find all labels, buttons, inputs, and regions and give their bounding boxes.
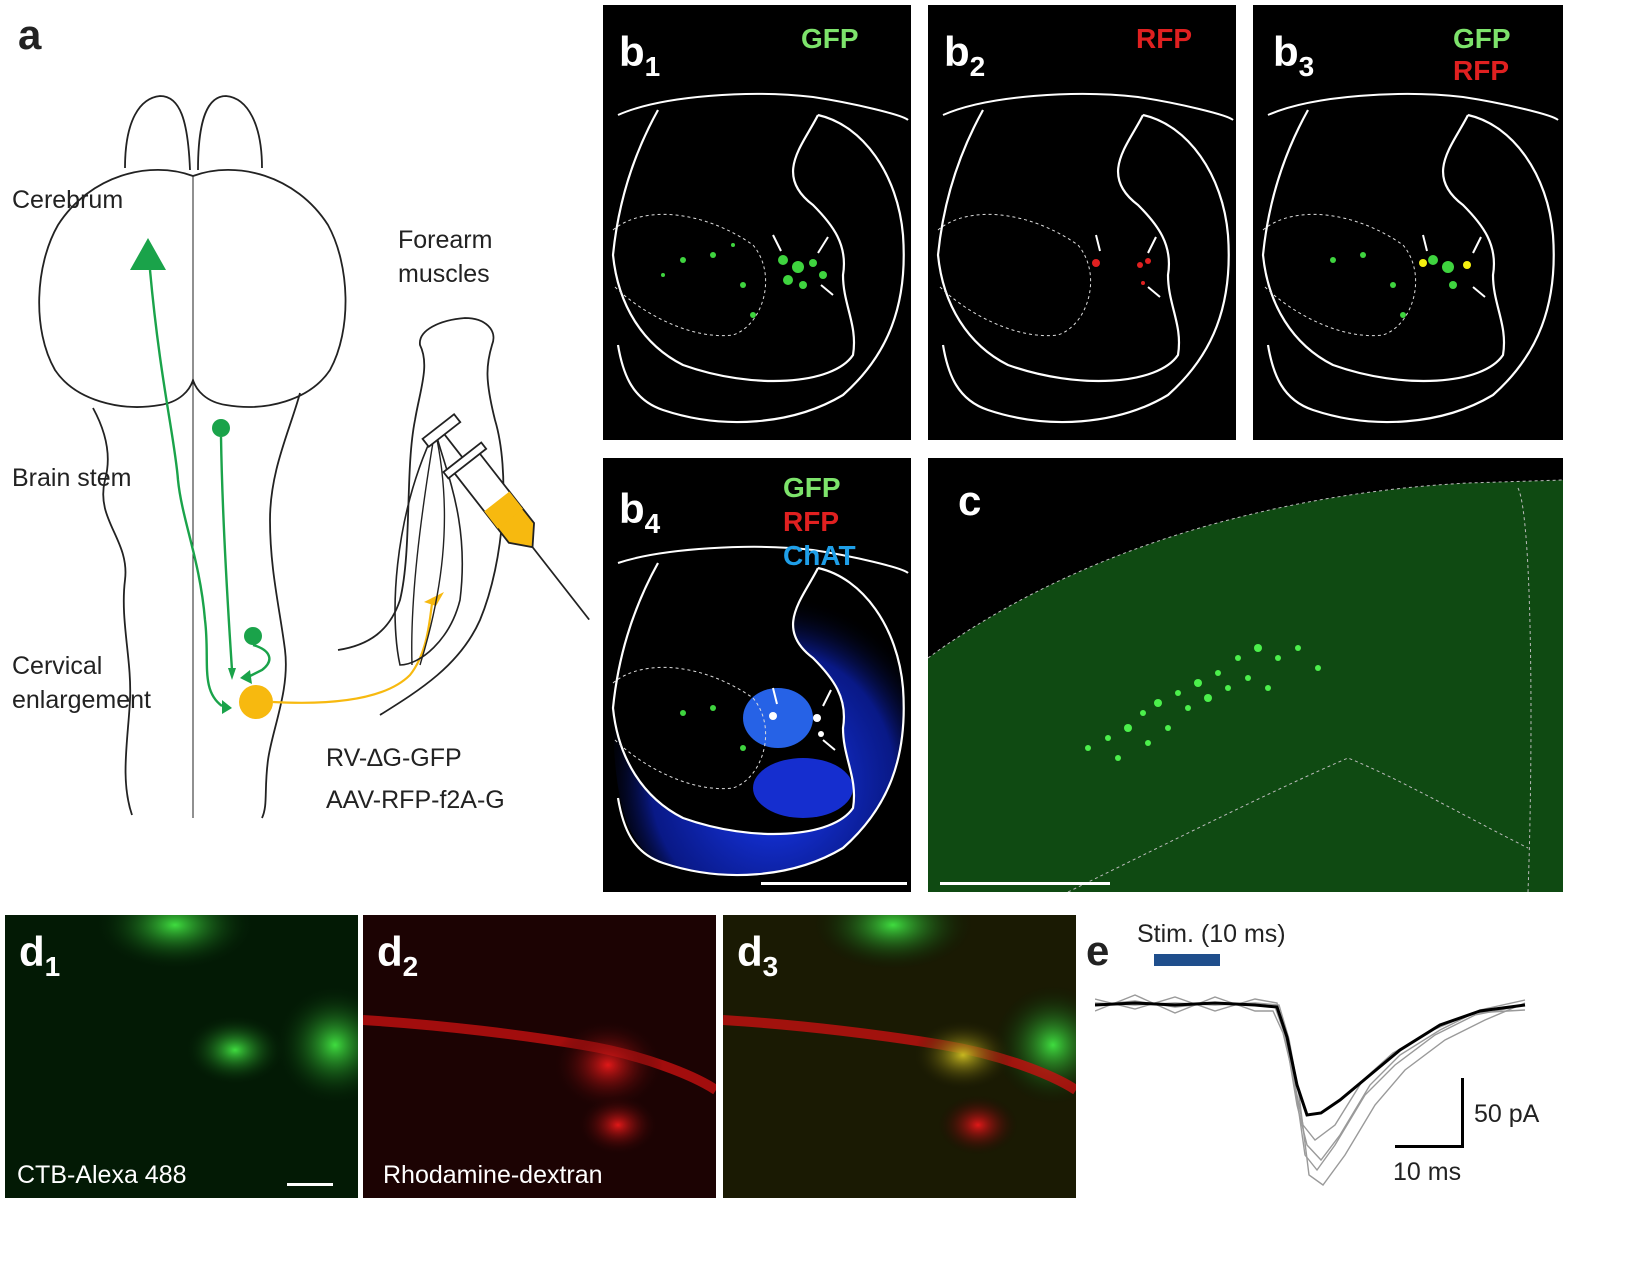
scale-x-label: 10 ms xyxy=(1393,1158,1462,1186)
brain-stem-label: Brain stem xyxy=(12,464,132,492)
panel-b1: b1 GFP xyxy=(603,5,911,440)
cerebrum-label: Cerebrum xyxy=(12,186,124,214)
panel-e-label: e xyxy=(1086,927,1110,974)
scale-bar-horizontal xyxy=(1395,1145,1464,1148)
olfactory-bulb-left xyxy=(124,95,191,171)
cervical-label-1: Cervical xyxy=(12,652,103,680)
panel-b3-label: b3 xyxy=(1273,28,1315,82)
motor-axon xyxy=(272,597,435,704)
forearm-label-2: muscles xyxy=(398,260,490,288)
spinal-cord-left xyxy=(92,407,133,816)
panel-d1: d1 CTB-Alexa 488 xyxy=(5,915,358,1198)
d1-scale-bar xyxy=(287,1183,333,1186)
virus-label-2: AAV-RFP-f2A-G xyxy=(326,786,505,814)
scale-bar-vertical xyxy=(1461,1078,1464,1148)
stim-label: Stim. (10 ms) xyxy=(1137,920,1286,948)
b4-channel-gfp: GFP xyxy=(783,472,841,503)
d1-caption: CTB-Alexa 488 xyxy=(17,1161,187,1189)
panel-b2-label: b2 xyxy=(944,28,986,82)
scale-y-label: 50 pA xyxy=(1474,1100,1540,1128)
panel-d2: d2 Rhodamine-dextran xyxy=(363,915,716,1198)
motor-neuron-icon xyxy=(239,685,273,719)
panel-d2-label: d2 xyxy=(377,928,419,982)
current-traces xyxy=(1095,994,1526,1186)
syringe-icon xyxy=(421,412,590,621)
b3-channel-rfp: RFP xyxy=(1453,55,1509,86)
forearm-outline xyxy=(337,317,505,716)
b4-channel-chat: ChAT xyxy=(783,540,856,571)
panel-d1-label: d1 xyxy=(19,928,61,982)
d2-caption: Rhodamine-dextran xyxy=(383,1161,603,1189)
c-scale-bar xyxy=(940,882,1110,885)
panel-c: c xyxy=(928,458,1563,892)
b2-channel-rfp: RFP xyxy=(1136,23,1192,54)
brainstem-neuron-icon xyxy=(212,419,230,437)
spinal-cord-right xyxy=(261,392,301,819)
panel-b3: b3 GFP RFP xyxy=(1253,5,1563,440)
panel-d3-label: d3 xyxy=(737,928,779,982)
panel-b4: b4 GFP RFP ChAT xyxy=(603,458,911,892)
stim-bar xyxy=(1154,954,1220,966)
panel-c-label: c xyxy=(958,477,982,524)
forearm-label-1: Forearm xyxy=(398,226,493,254)
panel-d3: d3 xyxy=(723,915,1076,1198)
virus-label-1: RV-∆G-GFP xyxy=(326,744,462,772)
spinal-interneuron-icon xyxy=(244,627,262,645)
panel-a-label: a xyxy=(18,11,42,58)
corticospinal-axon xyxy=(148,269,223,707)
b4-scale-bar xyxy=(761,882,907,885)
panel-b2: b2 RFP xyxy=(928,5,1236,440)
cortical-neuron-icon xyxy=(130,238,166,270)
b4-channel-rfp: RFP xyxy=(783,506,839,537)
panel-b4-label: b4 xyxy=(619,485,661,539)
panel-b1-label: b1 xyxy=(619,28,661,82)
b1-channel-gfp: GFP xyxy=(801,23,859,54)
b3-channel-gfp: GFP xyxy=(1453,23,1511,54)
cervical-label-2: enlargement xyxy=(12,686,151,714)
olfactory-bulb-right xyxy=(197,95,263,171)
mean-trace xyxy=(1095,1001,1526,1117)
panel-a-schematic xyxy=(38,95,590,819)
